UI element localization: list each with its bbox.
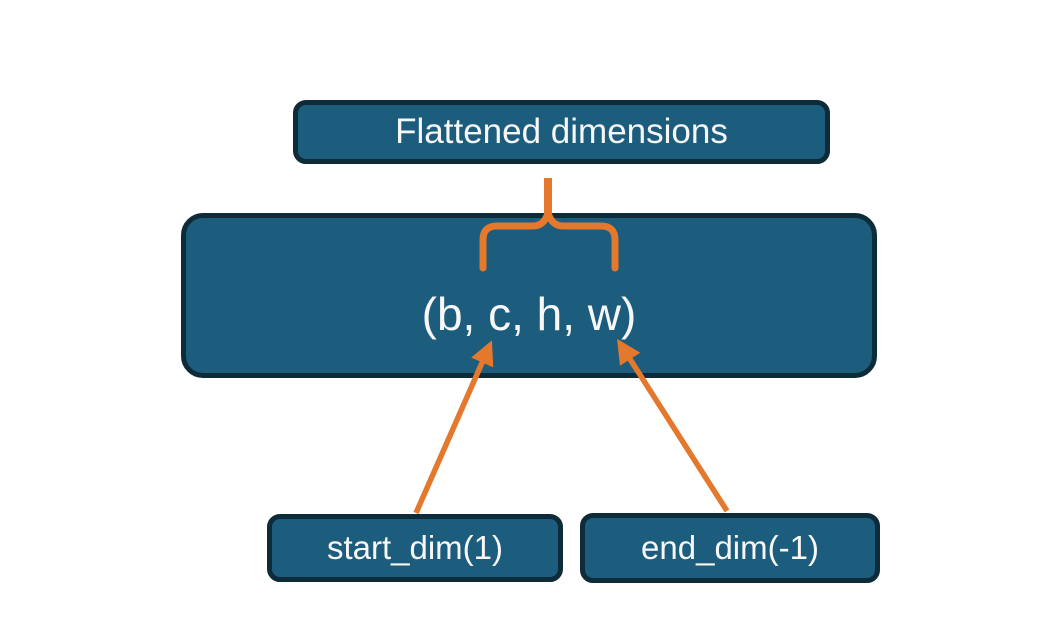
node-end-dim: end_dim(-1)	[580, 513, 880, 583]
node-start-dim: start_dim(1)	[267, 514, 563, 582]
node-flattened-dimensions-label: Flattened dimensions	[395, 112, 728, 151]
node-flattened-dimensions: Flattened dimensions	[293, 100, 830, 164]
node-end-dim-label: end_dim(-1)	[641, 529, 819, 566]
node-tensor-shape-label: (b, c, h, w)	[421, 288, 637, 340]
node-start-dim-label: start_dim(1)	[326, 529, 504, 566]
node-tensor-shape: (b, c, h, w)	[181, 213, 877, 378]
